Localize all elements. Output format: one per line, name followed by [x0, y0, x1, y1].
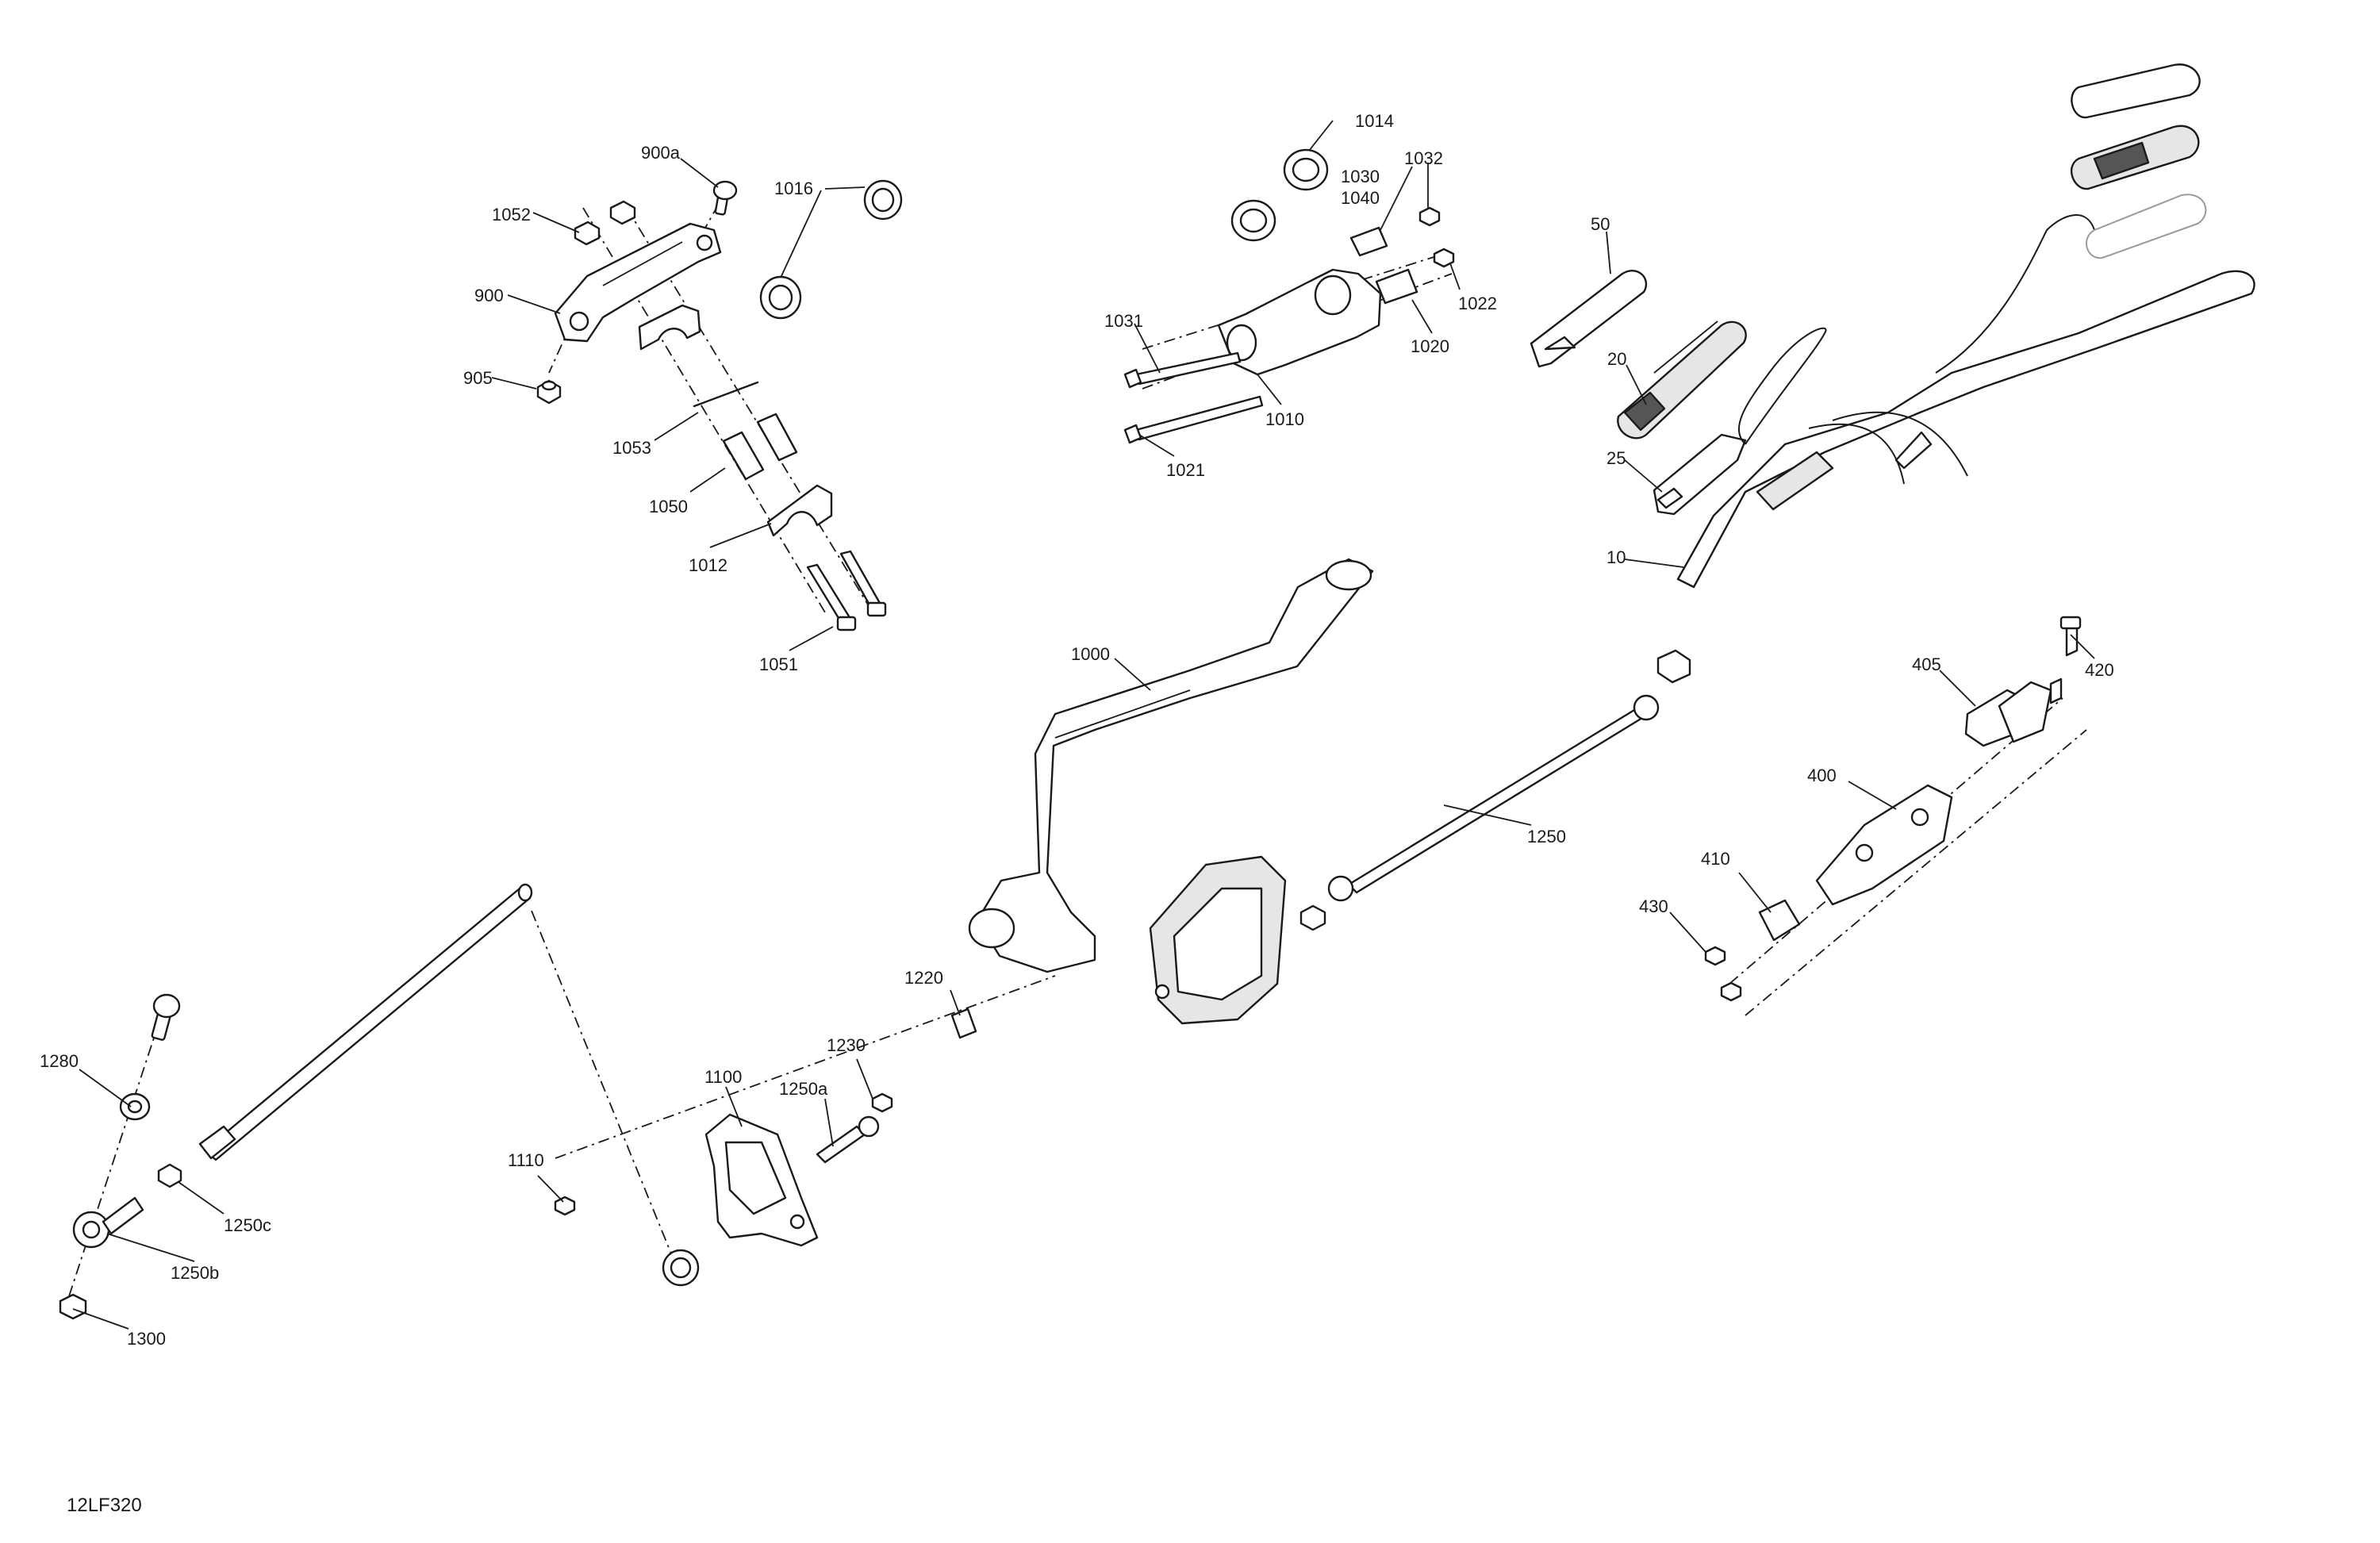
callout-1022: 1022: [1458, 294, 1497, 313]
part-900-bracket: [554, 222, 722, 343]
steering-column-assembly: [968, 558, 1691, 1025]
callout-1012: 1012: [689, 555, 727, 575]
callout-10: 10: [1606, 547, 1626, 567]
part-1250a-rod-end: [816, 1115, 880, 1164]
part-1014-bushing: [1230, 148, 1329, 242]
part-50-grip-cover: [1530, 270, 1648, 368]
callout-400: 400: [1807, 766, 1837, 785]
callout-1050: 1050: [649, 497, 688, 516]
part-bushing-lower: [662, 1249, 700, 1287]
part-1220-sleeve: [950, 1008, 977, 1039]
callout-1100: 1100: [704, 1067, 742, 1087]
callout-25: 25: [1606, 448, 1626, 468]
callout-1032: 1032: [1404, 148, 1443, 168]
figure-reference: 12LF320: [67, 1495, 142, 1516]
part-1110-nut: [554, 1196, 576, 1216]
callout-1040: 1040: [1341, 188, 1380, 208]
part-10-handlebar: [1676, 214, 2255, 589]
part-right-grip-textured: [2070, 125, 2200, 190]
callout-1250a: 1250a: [779, 1079, 828, 1099]
part-1250-tie-rod: [1299, 649, 1691, 931]
callout-1021: 1021: [1166, 460, 1205, 480]
intermediate-shaft-assembly: [59, 883, 1056, 1320]
callout-1000: 1000: [1071, 644, 1110, 664]
part-1032-nut: [1418, 206, 1441, 227]
callout-1010: 1010: [1265, 409, 1304, 429]
callout-900: 900: [474, 286, 504, 305]
part-1051-bolt: [806, 550, 887, 631]
callout-1280: 1280: [40, 1051, 79, 1071]
part-1052-nut: [574, 200, 636, 246]
part-1050-sleeve: [722, 413, 798, 481]
part-420-bolt: [2049, 616, 2082, 704]
callout-1053: 1053: [612, 438, 651, 458]
callout-1250: 1250: [1527, 827, 1566, 846]
part-steering-housing: [1149, 855, 1287, 1025]
part-right-grip-ghost: [2086, 194, 2207, 259]
callout-410: 410: [1701, 849, 1730, 869]
callout-1020: 1020: [1411, 336, 1449, 356]
callout-labels: 900a 1016 1052 900 905 1053 1050 1012 10…: [40, 111, 2114, 1349]
part-1100-housing: [704, 1113, 819, 1247]
part-405-plate: [1964, 681, 2052, 747]
steering-bracket-assembly: [1704, 616, 2087, 1016]
part-905-nut: [536, 379, 562, 405]
part-clamp-upper: [638, 304, 701, 351]
callout-1230: 1230: [827, 1035, 866, 1055]
part-1230-nut: [871, 1092, 893, 1113]
part-right-grip-outer: [2071, 63, 2201, 119]
part-1250c-nut: [157, 1163, 182, 1188]
callout-1110: 1110: [508, 1150, 544, 1170]
steering-clamp-assembly: [536, 179, 903, 631]
callout-1300: 1300: [127, 1329, 166, 1349]
part-1031-bolt: [1123, 351, 1242, 389]
callout-1014: 1014: [1355, 111, 1394, 131]
part-1022-nut: [1433, 248, 1455, 268]
part-900a-bolt: [712, 180, 738, 216]
part-1053-shim: [693, 381, 759, 408]
leader-lines: [72, 120, 2095, 1330]
part-1280-bolt: [119, 993, 181, 1121]
part-430-bolt: [1704, 946, 1742, 1002]
callout-430: 430: [1639, 896, 1668, 916]
callout-1031: 1031: [1104, 311, 1143, 331]
part-1021-bolt: [1123, 395, 1264, 444]
part-400-bracket: [1815, 784, 1953, 906]
callout-405: 405: [1912, 654, 1941, 674]
callout-905: 905: [463, 368, 493, 388]
part-1300-nut: [59, 1293, 87, 1320]
callout-1250b: 1250b: [171, 1263, 219, 1283]
callout-900a: 900a: [641, 143, 681, 163]
part-1000-steering-shaft: [968, 558, 1374, 973]
callout-1016: 1016: [774, 178, 813, 198]
part-20-grip: [1617, 320, 1747, 439]
callout-1250c: 1250c: [224, 1215, 271, 1235]
callout-20: 20: [1607, 349, 1626, 369]
callout-1052: 1052: [492, 205, 531, 225]
part-intermediate-shaft: [198, 883, 533, 1161]
callout-420: 420: [2085, 660, 2114, 680]
part-1030-sleeve: [1349, 226, 1418, 305]
handlebar-assembly: [1530, 63, 2255, 589]
handlebar-bracket-assembly: [1123, 148, 1455, 444]
callout-50: 50: [1591, 214, 1610, 234]
callout-1051: 1051: [759, 654, 798, 674]
part-1250b-yoke: [72, 1196, 144, 1249]
part-1012-lower-clamp: [766, 484, 833, 537]
part-1010-bracket: [1217, 268, 1382, 376]
part-1016-bushing: [759, 179, 903, 320]
callout-1220: 1220: [904, 968, 943, 988]
part-25-grip-holder: [1653, 433, 1747, 516]
callout-1030: 1030: [1341, 167, 1380, 186]
